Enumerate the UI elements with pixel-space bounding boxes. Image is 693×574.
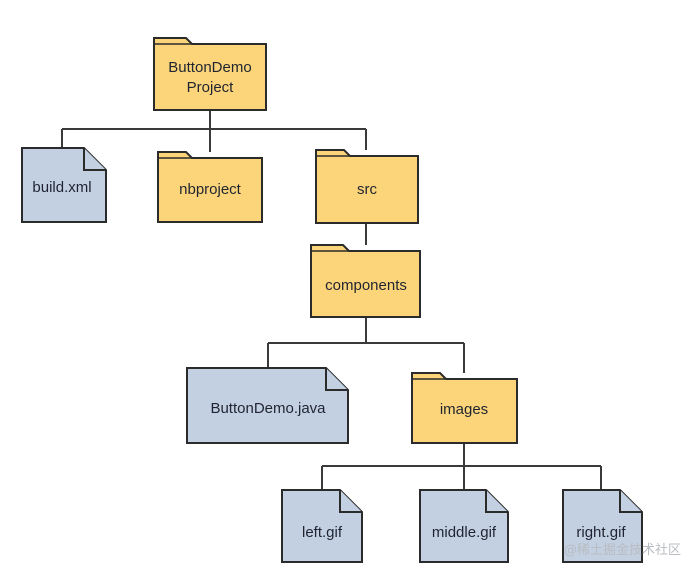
- file-fold: [325, 368, 348, 391]
- folder-icon: [411, 372, 518, 444]
- folder-label-root-line1: ButtonDemo: [168, 59, 251, 76]
- folder-label: nbproject: [179, 181, 242, 198]
- file-label: left.gif: [302, 524, 343, 541]
- file-label: middle.gif: [432, 524, 497, 541]
- file-node-middle-gif: middle.gif: [419, 489, 509, 563]
- file-node-build-xml: build.xml: [21, 147, 107, 223]
- connector-images-children: [321, 443, 602, 490]
- file-node-buttondemo-java: ButtonDemo.java: [186, 367, 349, 444]
- folder-icon: [153, 37, 267, 111]
- folder-node-src: src: [315, 149, 419, 224]
- file-label: ButtonDemo.java: [210, 400, 326, 417]
- file-label: build.xml: [32, 179, 91, 196]
- folder-label: src: [357, 181, 377, 198]
- watermark-text: @稀土掘金技术社区: [563, 543, 681, 558]
- file-label: right.gif: [576, 524, 626, 541]
- folder-icon: [315, 149, 419, 224]
- file-fold: [339, 490, 362, 513]
- folder-label-root-line2: Project: [187, 79, 235, 96]
- folder-node-nbproject: nbproject: [157, 151, 263, 223]
- folder-icon: [310, 244, 421, 318]
- file-fold: [619, 490, 642, 513]
- connector-components-children: [267, 317, 465, 373]
- file-node-right-gif: right.gif: [562, 489, 643, 563]
- file-icon: [186, 367, 349, 444]
- folder-node-root: ButtonDemo Project: [153, 37, 267, 111]
- folder-label: components: [325, 277, 407, 294]
- folder-node-components: components: [310, 244, 421, 318]
- file-node-left-gif: left.gif: [281, 489, 363, 563]
- file-fold: [83, 148, 106, 171]
- folder-node-images: images: [411, 372, 518, 444]
- tree-connectors: [61, 110, 602, 490]
- file-fold: [485, 490, 508, 513]
- connector-root-children: [61, 110, 367, 152]
- folder-label: images: [440, 401, 488, 418]
- folder-icon: [157, 151, 263, 223]
